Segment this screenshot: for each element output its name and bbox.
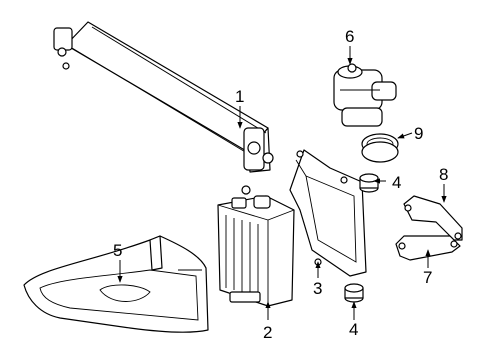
part-1-cooler (53, 21, 274, 195)
callout-6: 6 (345, 27, 354, 46)
part-6-pump (333, 63, 397, 127)
callout-7: 7 (423, 268, 432, 287)
callout-9: 9 (414, 124, 423, 143)
part-5-air-duct (23, 235, 209, 333)
part-4-grommet-upper (359, 173, 379, 193)
callout-8: 8 (439, 165, 448, 184)
callout-1: 1 (235, 87, 244, 106)
part-4-grommet-lower (344, 283, 364, 303)
part-8-bracket (403, 195, 463, 241)
callout-2: 2 (263, 323, 272, 342)
part-3-bracket (289, 149, 367, 277)
callout-3: 3 (313, 279, 322, 298)
part-2-radiator (217, 195, 295, 307)
callout-4-upper: 4 (392, 173, 401, 192)
leader-9 (397, 132, 413, 139)
part-7-bracket (395, 235, 461, 261)
callout-4-lower: 4 (349, 320, 358, 339)
leader-lines (117, 46, 447, 320)
part-9-seal-ring (361, 133, 399, 163)
callout-5: 5 (113, 241, 122, 260)
